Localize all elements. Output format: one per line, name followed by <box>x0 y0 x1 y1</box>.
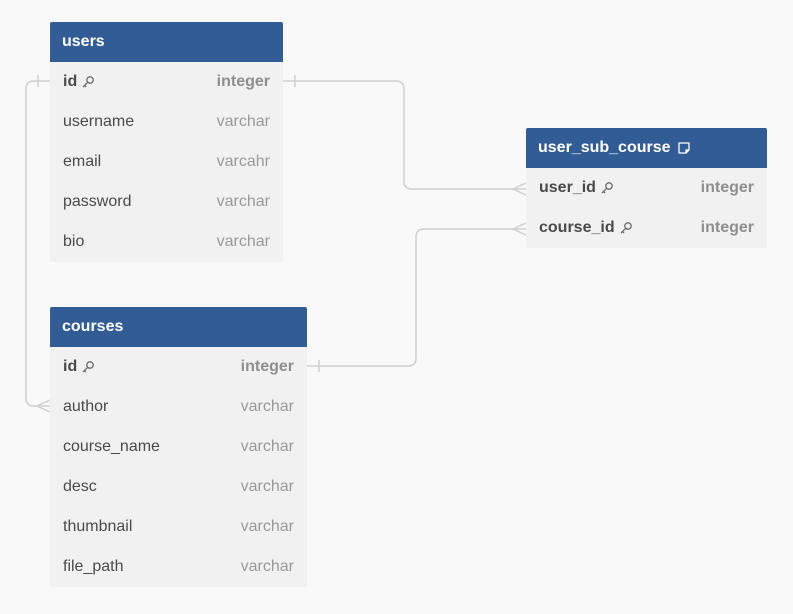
column-name: bio <box>63 233 85 250</box>
column-type: varchar <box>240 558 294 575</box>
column-row-id[interactable]: id integer <box>50 347 307 387</box>
column-type: integer <box>700 219 754 236</box>
column-name: course_name <box>63 438 160 455</box>
key-icon <box>81 360 95 374</box>
column-row-password[interactable]: password varchar <box>50 182 283 222</box>
column-type: integer <box>700 179 754 196</box>
column-type: varchar <box>240 438 294 455</box>
column-name-text: course_id <box>539 219 615 236</box>
many-marker <box>511 182 527 196</box>
column-name: author <box>63 398 109 415</box>
column-row-file-path[interactable]: file_path varchar <box>50 547 307 587</box>
rel-users-id-to-user-sub-course-user-id <box>283 80 526 190</box>
column-row-bio[interactable]: bio varchar <box>50 222 283 262</box>
column-name: course_id <box>539 219 633 237</box>
column-row-id[interactable]: id integer <box>50 62 283 102</box>
rel-users-id-to-courses-author <box>25 80 50 407</box>
column-type: varcahr <box>216 153 270 170</box>
column-type: varchar <box>240 398 294 415</box>
column-name-text: user_id <box>539 179 596 196</box>
column-type: integer <box>240 358 294 375</box>
column-name: email <box>63 153 102 170</box>
table-courses[interactable]: courses id integer author varchar course… <box>50 307 307 587</box>
table-user-sub-course[interactable]: user_sub_course user_id integer course_i… <box>526 128 767 248</box>
column-name: username <box>63 113 135 130</box>
table-header-users[interactable]: users <box>50 22 283 62</box>
key-icon <box>600 181 614 195</box>
column-name: id <box>63 73 95 91</box>
table-title: user_sub_course <box>538 139 671 156</box>
column-row-course-name[interactable]: course_name varchar <box>50 427 307 467</box>
column-name: thumbnail <box>63 518 133 535</box>
column-type: varchar <box>216 233 270 250</box>
column-name: file_path <box>63 558 124 575</box>
column-name-text: id <box>63 73 78 90</box>
column-row-username[interactable]: username varchar <box>50 102 283 142</box>
many-marker <box>511 222 527 236</box>
table-users[interactable]: users id integer username varchar email … <box>50 22 283 262</box>
key-icon <box>81 75 95 89</box>
column-name: password <box>63 193 132 210</box>
table-header-courses[interactable]: courses <box>50 307 307 347</box>
column-row-user-id[interactable]: user_id integer <box>526 168 767 208</box>
column-row-course-id[interactable]: course_id integer <box>526 208 767 248</box>
column-type: varchar <box>240 518 294 535</box>
column-name: desc <box>63 478 97 495</box>
column-row-desc[interactable]: desc varchar <box>50 467 307 507</box>
key-icon <box>619 221 633 235</box>
column-row-email[interactable]: email varcahr <box>50 142 283 182</box>
column-type: varchar <box>240 478 294 495</box>
table-header-user-sub-course[interactable]: user_sub_course <box>526 128 767 168</box>
rel-courses-id-to-user-sub-course-course-id <box>307 228 526 367</box>
many-marker <box>35 399 51 413</box>
column-name: id <box>63 358 95 376</box>
column-row-thumbnail[interactable]: thumbnail varchar <box>50 507 307 547</box>
table-title: users <box>62 33 105 50</box>
column-name-text: id <box>63 358 78 375</box>
note-icon[interactable] <box>677 141 691 155</box>
column-type: varchar <box>216 193 270 210</box>
column-row-author[interactable]: author varchar <box>50 387 307 427</box>
column-name: user_id <box>539 179 614 197</box>
column-type: integer <box>216 73 270 90</box>
table-title: courses <box>62 318 124 335</box>
column-type: varchar <box>216 113 270 130</box>
